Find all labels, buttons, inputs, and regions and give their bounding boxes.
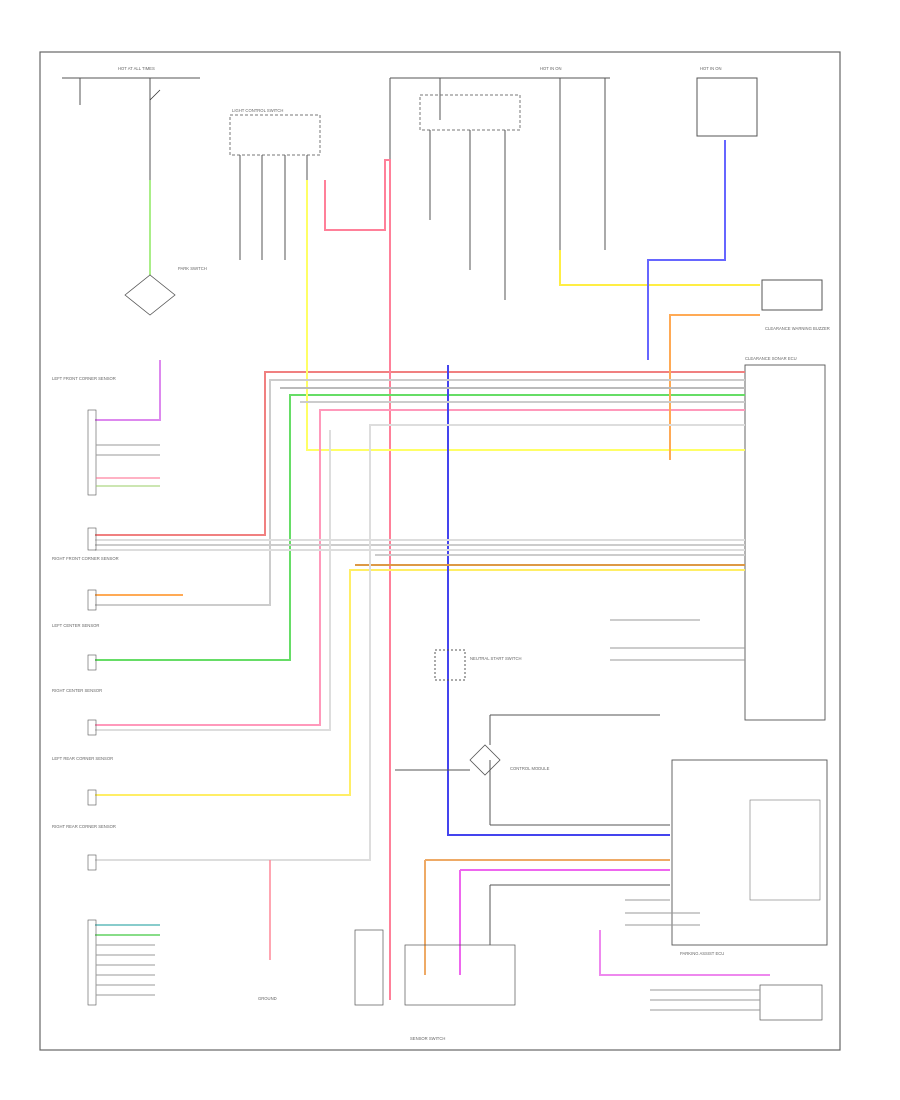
top-left-fuse-block: HOT AT ALL TIMES	[62, 66, 200, 180]
fuse-label-top-left: HOT AT ALL TIMES	[118, 66, 155, 71]
control-module-label: CONTROL MODULE	[510, 766, 550, 771]
wire-set	[95, 140, 770, 1000]
wire-gray8	[95, 430, 331, 731]
wire-yellow3	[559, 250, 760, 286]
park-switch: PARK SWITCH	[124, 266, 207, 316]
wire-magenta3	[599, 930, 770, 976]
wire-gray1	[95, 379, 745, 606]
sensor-label-lr: LEFT REAR CORNER SENSOR	[52, 756, 113, 761]
clearance-sonar-ecu: CLEARANCE SONAR ECU	[744, 356, 826, 721]
left-sensor-column: LEFT FRONT CORNER SENSOR RIGHT FRONT COR…	[52, 376, 119, 1006]
sensor-label-lf: LEFT FRONT CORNER SENSOR	[52, 376, 116, 381]
wire-orange	[669, 314, 760, 460]
wire-blue2	[447, 365, 670, 836]
sensor-label-rr: RIGHT REAR CORNER SENSOR	[52, 824, 116, 829]
fuse-label-top-right: HOT IN ON	[700, 66, 722, 71]
light-switch-label: LIGHT CONTROL SWITCH	[232, 108, 283, 113]
wire-green	[95, 394, 745, 661]
right-side-connectors	[610, 619, 745, 926]
wire-gray7	[95, 424, 745, 861]
wire-magenta2	[459, 869, 670, 975]
control-module: CONTROL MODULE	[395, 714, 660, 776]
park-switch-label: PARK SWITCH	[178, 266, 207, 271]
sensor-switch-label: SENSOR SWITCH	[410, 1036, 445, 1041]
clearance-sonar-ecu-label: CLEARANCE SONAR ECU	[745, 356, 797, 361]
light-switch-block: LIGHT CONTROL SWITCH	[229, 108, 321, 260]
neutral-start-label: NEUTRAL START SWITCH	[470, 656, 522, 661]
bottom-left-stubs	[96, 444, 160, 996]
buzzer-box: CLEARANCE WARNING BUZZER	[761, 279, 830, 331]
wire-yellow	[306, 180, 745, 451]
wire-blue	[647, 140, 726, 360]
top-right-fuse-block: HOT IN ON	[696, 66, 758, 137]
sensor-label-lc: LEFT CENTER SENSOR	[52, 623, 99, 628]
wire-orange4	[424, 859, 670, 975]
top-mid-fuse-block: HOT IN ON	[389, 66, 610, 300]
sensor-label-rc: RIGHT CENTER SENSOR	[52, 688, 102, 693]
sensor-label-rf: RIGHT FRONT CORNER SENSOR	[52, 556, 119, 561]
buzzer-label: CLEARANCE WARNING BUZZER	[765, 326, 830, 331]
bottom-right-ecu	[650, 984, 823, 1021]
wire-pink	[324, 159, 391, 1000]
diagram-frame	[39, 51, 841, 1051]
wire-yellow2	[95, 569, 745, 796]
ground-label: GROUND	[258, 996, 277, 1001]
wire-pink-2	[95, 409, 745, 726]
parking-assist-ecu: PARKING ASSIST ECU	[489, 759, 828, 956]
wire-magenta	[95, 360, 161, 421]
parking-assist-ecu-label: PARKING ASSIST ECU	[680, 951, 724, 956]
fuse-label-top-mid: HOT IN ON	[540, 66, 562, 71]
sensor-switch: SENSOR SWITCH	[354, 884, 670, 1041]
neutral-start-switch: NEUTRAL START SWITCH	[434, 649, 522, 681]
wire-red	[95, 371, 745, 536]
bottom-center-ground: GROUND	[258, 860, 277, 1001]
